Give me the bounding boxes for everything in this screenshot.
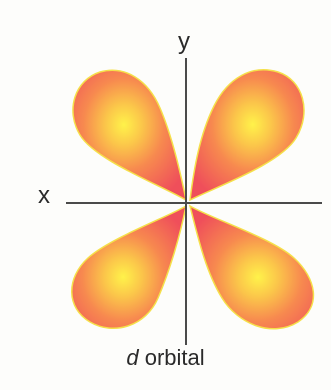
x-axis-label: x	[38, 182, 50, 209]
figure-caption: d orbital	[0, 347, 331, 369]
lobe-upper-left	[72, 69, 188, 202]
y-axis-label: y	[178, 28, 190, 55]
lobe-lower-right	[188, 204, 315, 330]
lobe-upper-right	[189, 69, 305, 202]
caption-orbital: orbital	[138, 345, 205, 370]
lobe-lower-left	[71, 204, 188, 330]
caption-d: d	[126, 345, 139, 370]
